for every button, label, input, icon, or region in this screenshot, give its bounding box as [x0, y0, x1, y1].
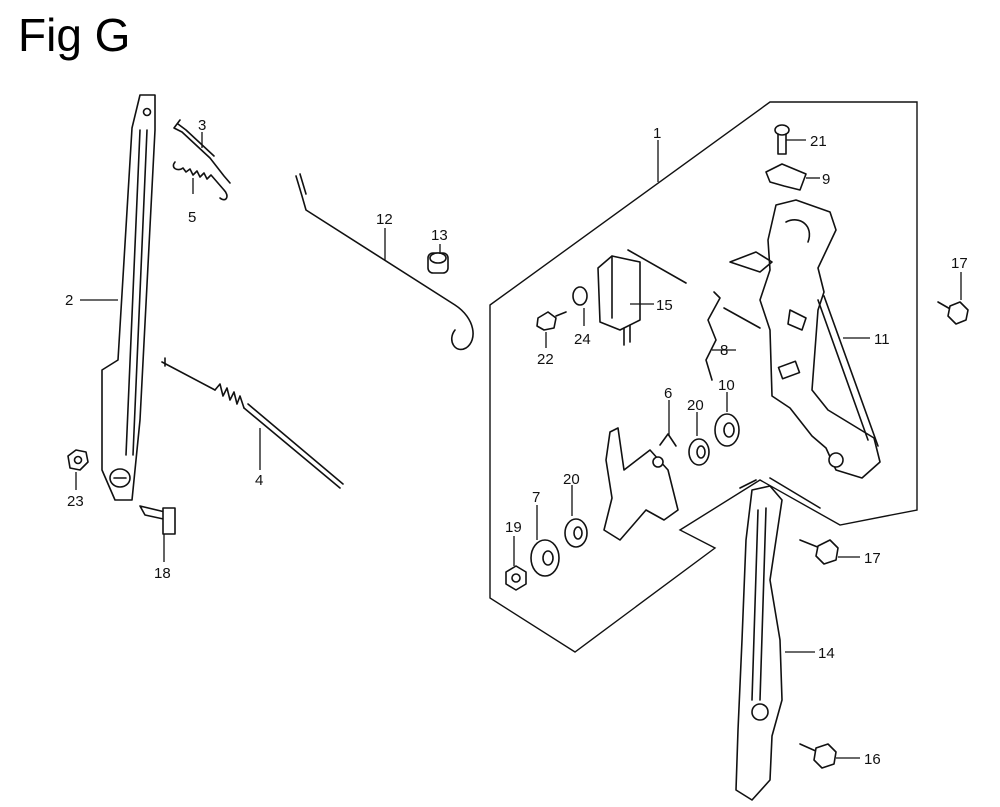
part-17-screw-lower	[799, 539, 839, 565]
callout-18: 18	[154, 565, 171, 582]
part-17-screw-upper	[937, 301, 969, 325]
part-20-washer-upper	[688, 438, 710, 466]
part-19-nut	[505, 565, 527, 591]
callout-22: 22	[537, 351, 554, 368]
part-7-washer	[530, 539, 560, 577]
callout-12: 12	[376, 211, 393, 228]
part-14-lever	[735, 477, 821, 801]
callout-23: 23	[67, 493, 84, 510]
part-13-collar	[427, 252, 449, 274]
part-16-bolt	[799, 743, 837, 769]
part-24-washer	[572, 286, 588, 306]
callout-20-upper: 20	[687, 397, 704, 414]
part-22-screw	[536, 311, 567, 331]
part-11-bracket	[729, 199, 881, 479]
part-9-clip	[765, 163, 807, 191]
figure-title: Fig G	[18, 9, 131, 61]
callout-2: 2	[65, 292, 73, 309]
part-21-bolt	[774, 124, 790, 155]
callout-11: 11	[874, 331, 890, 348]
callout-10: 10	[718, 377, 735, 394]
callout-16: 16	[864, 751, 881, 768]
part-23-nut	[67, 449, 89, 471]
callout-17-lower: 17	[864, 550, 881, 567]
part-6-control-arm	[603, 427, 679, 541]
callout-8: 8	[720, 342, 728, 359]
part-10-washer	[714, 413, 740, 447]
callout-13: 13	[431, 227, 448, 244]
part-8-spring-wire	[705, 291, 761, 381]
callout-3: 3	[198, 117, 206, 134]
part-3-spring	[173, 119, 231, 184]
callout-14: 14	[818, 645, 835, 662]
assembly-outline	[489, 101, 918, 653]
callout-17-upper: 17	[951, 255, 968, 272]
part-12-wire-rod	[295, 173, 474, 351]
part-5-coil-spring	[172, 161, 228, 201]
callout-20-lower: 20	[563, 471, 580, 488]
callout-1: 1	[653, 125, 661, 142]
callout-6: 6	[664, 385, 672, 402]
callout-4: 4	[255, 472, 263, 489]
callout-21: 21	[810, 133, 827, 150]
part-2-lever	[101, 94, 156, 501]
leader-lines	[75, 132, 962, 759]
callout-19: 19	[505, 519, 522, 536]
callout-9: 9	[822, 171, 830, 188]
callout-15: 15	[656, 297, 673, 314]
part-18-bolt	[139, 505, 176, 535]
callout-7: 7	[532, 489, 540, 506]
callout-5: 5	[188, 209, 196, 226]
part-15-switch	[597, 249, 687, 346]
part-4-rod	[161, 357, 344, 489]
callout-24: 24	[574, 331, 591, 348]
part-20-washer-lower	[564, 518, 588, 548]
